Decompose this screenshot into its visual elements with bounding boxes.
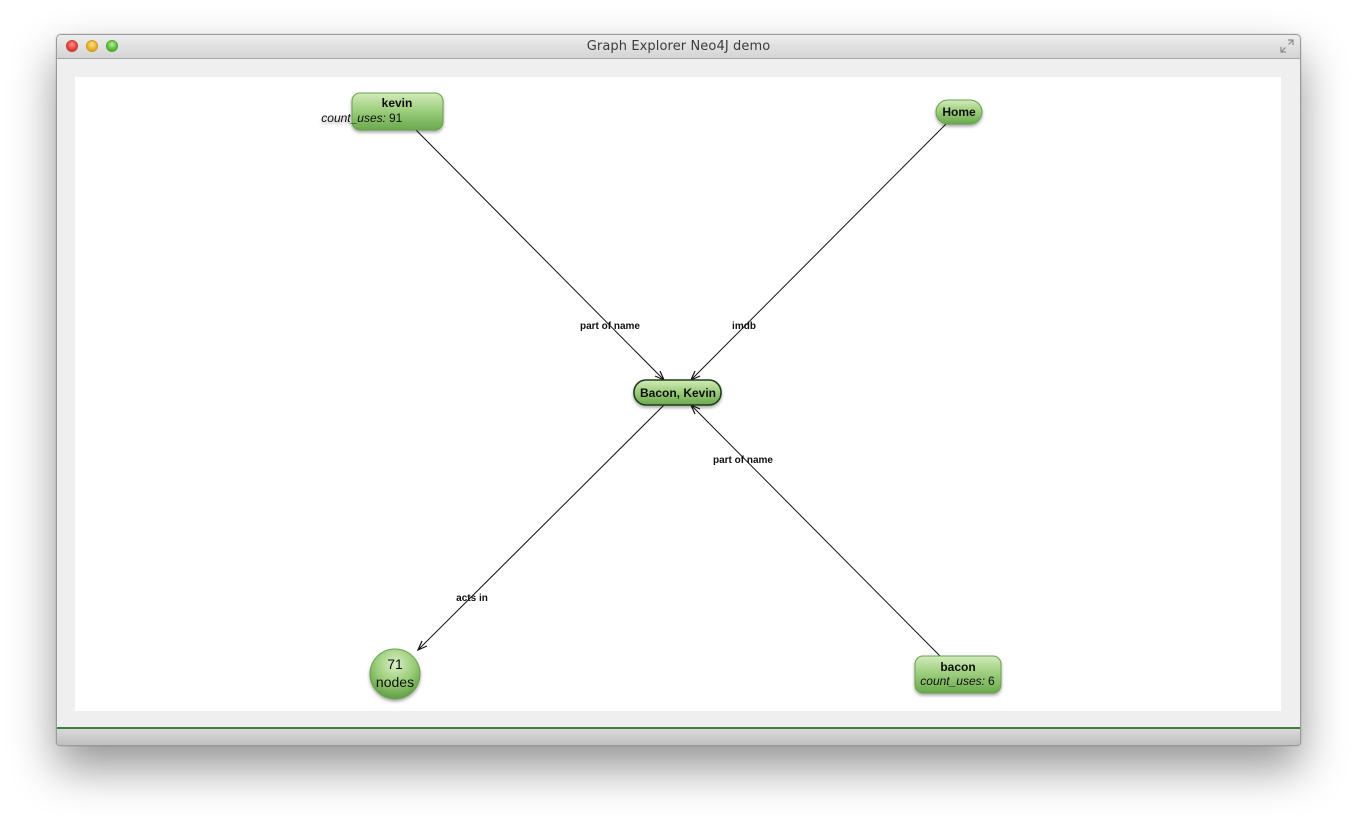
edge-label-part-of-name: part of name: [580, 321, 640, 332]
node-home[interactable]: Home: [935, 99, 983, 125]
node-label: Bacon, Kevin: [640, 386, 716, 400]
node-71-nodes-cluster[interactable]: 71 nodes: [369, 648, 421, 700]
node-property-value: 6: [988, 674, 995, 688]
close-window-button[interactable]: [66, 40, 78, 52]
node-label: Home: [942, 105, 976, 119]
edge-center-to-cluster[interactable]: acts in: [416, 404, 665, 652]
node-property-key: count_uses:: [321, 111, 386, 125]
node-label: kevin: [382, 96, 413, 110]
minimize-window-button[interactable]: [86, 40, 98, 52]
edge-kevin-to-center[interactable]: part of name: [415, 129, 666, 382]
edge-home-to-center[interactable]: imdb: [689, 123, 947, 382]
edge-label-part-of-name: part of name: [713, 455, 773, 466]
node-property-key: count_uses:: [920, 674, 985, 688]
window-title: Graph Explorer Neo4J demo: [586, 39, 771, 54]
title-bar: Graph Explorer Neo4J demo: [57, 35, 1300, 59]
node-bacon-kevin[interactable]: Bacon, Kevin: [633, 379, 722, 406]
node-label: bacon: [940, 660, 975, 674]
edge-label-imdb: imdb: [732, 321, 756, 332]
node-property-value: 91: [389, 111, 403, 125]
node-kevin[interactable]: kevin count_uses: 91: [321, 92, 444, 131]
node-count-label: nodes: [376, 674, 414, 690]
zoom-window-button[interactable]: [106, 40, 118, 52]
edge-bacon-to-center[interactable]: part of name: [689, 403, 941, 657]
node-count: 71: [387, 656, 403, 672]
node-bacon[interactable]: bacon count_uses: 6: [914, 655, 1002, 694]
edge-label-acts-in: acts in: [456, 593, 488, 604]
status-bar: [57, 727, 1300, 745]
fullscreen-icon[interactable]: [1280, 39, 1294, 53]
